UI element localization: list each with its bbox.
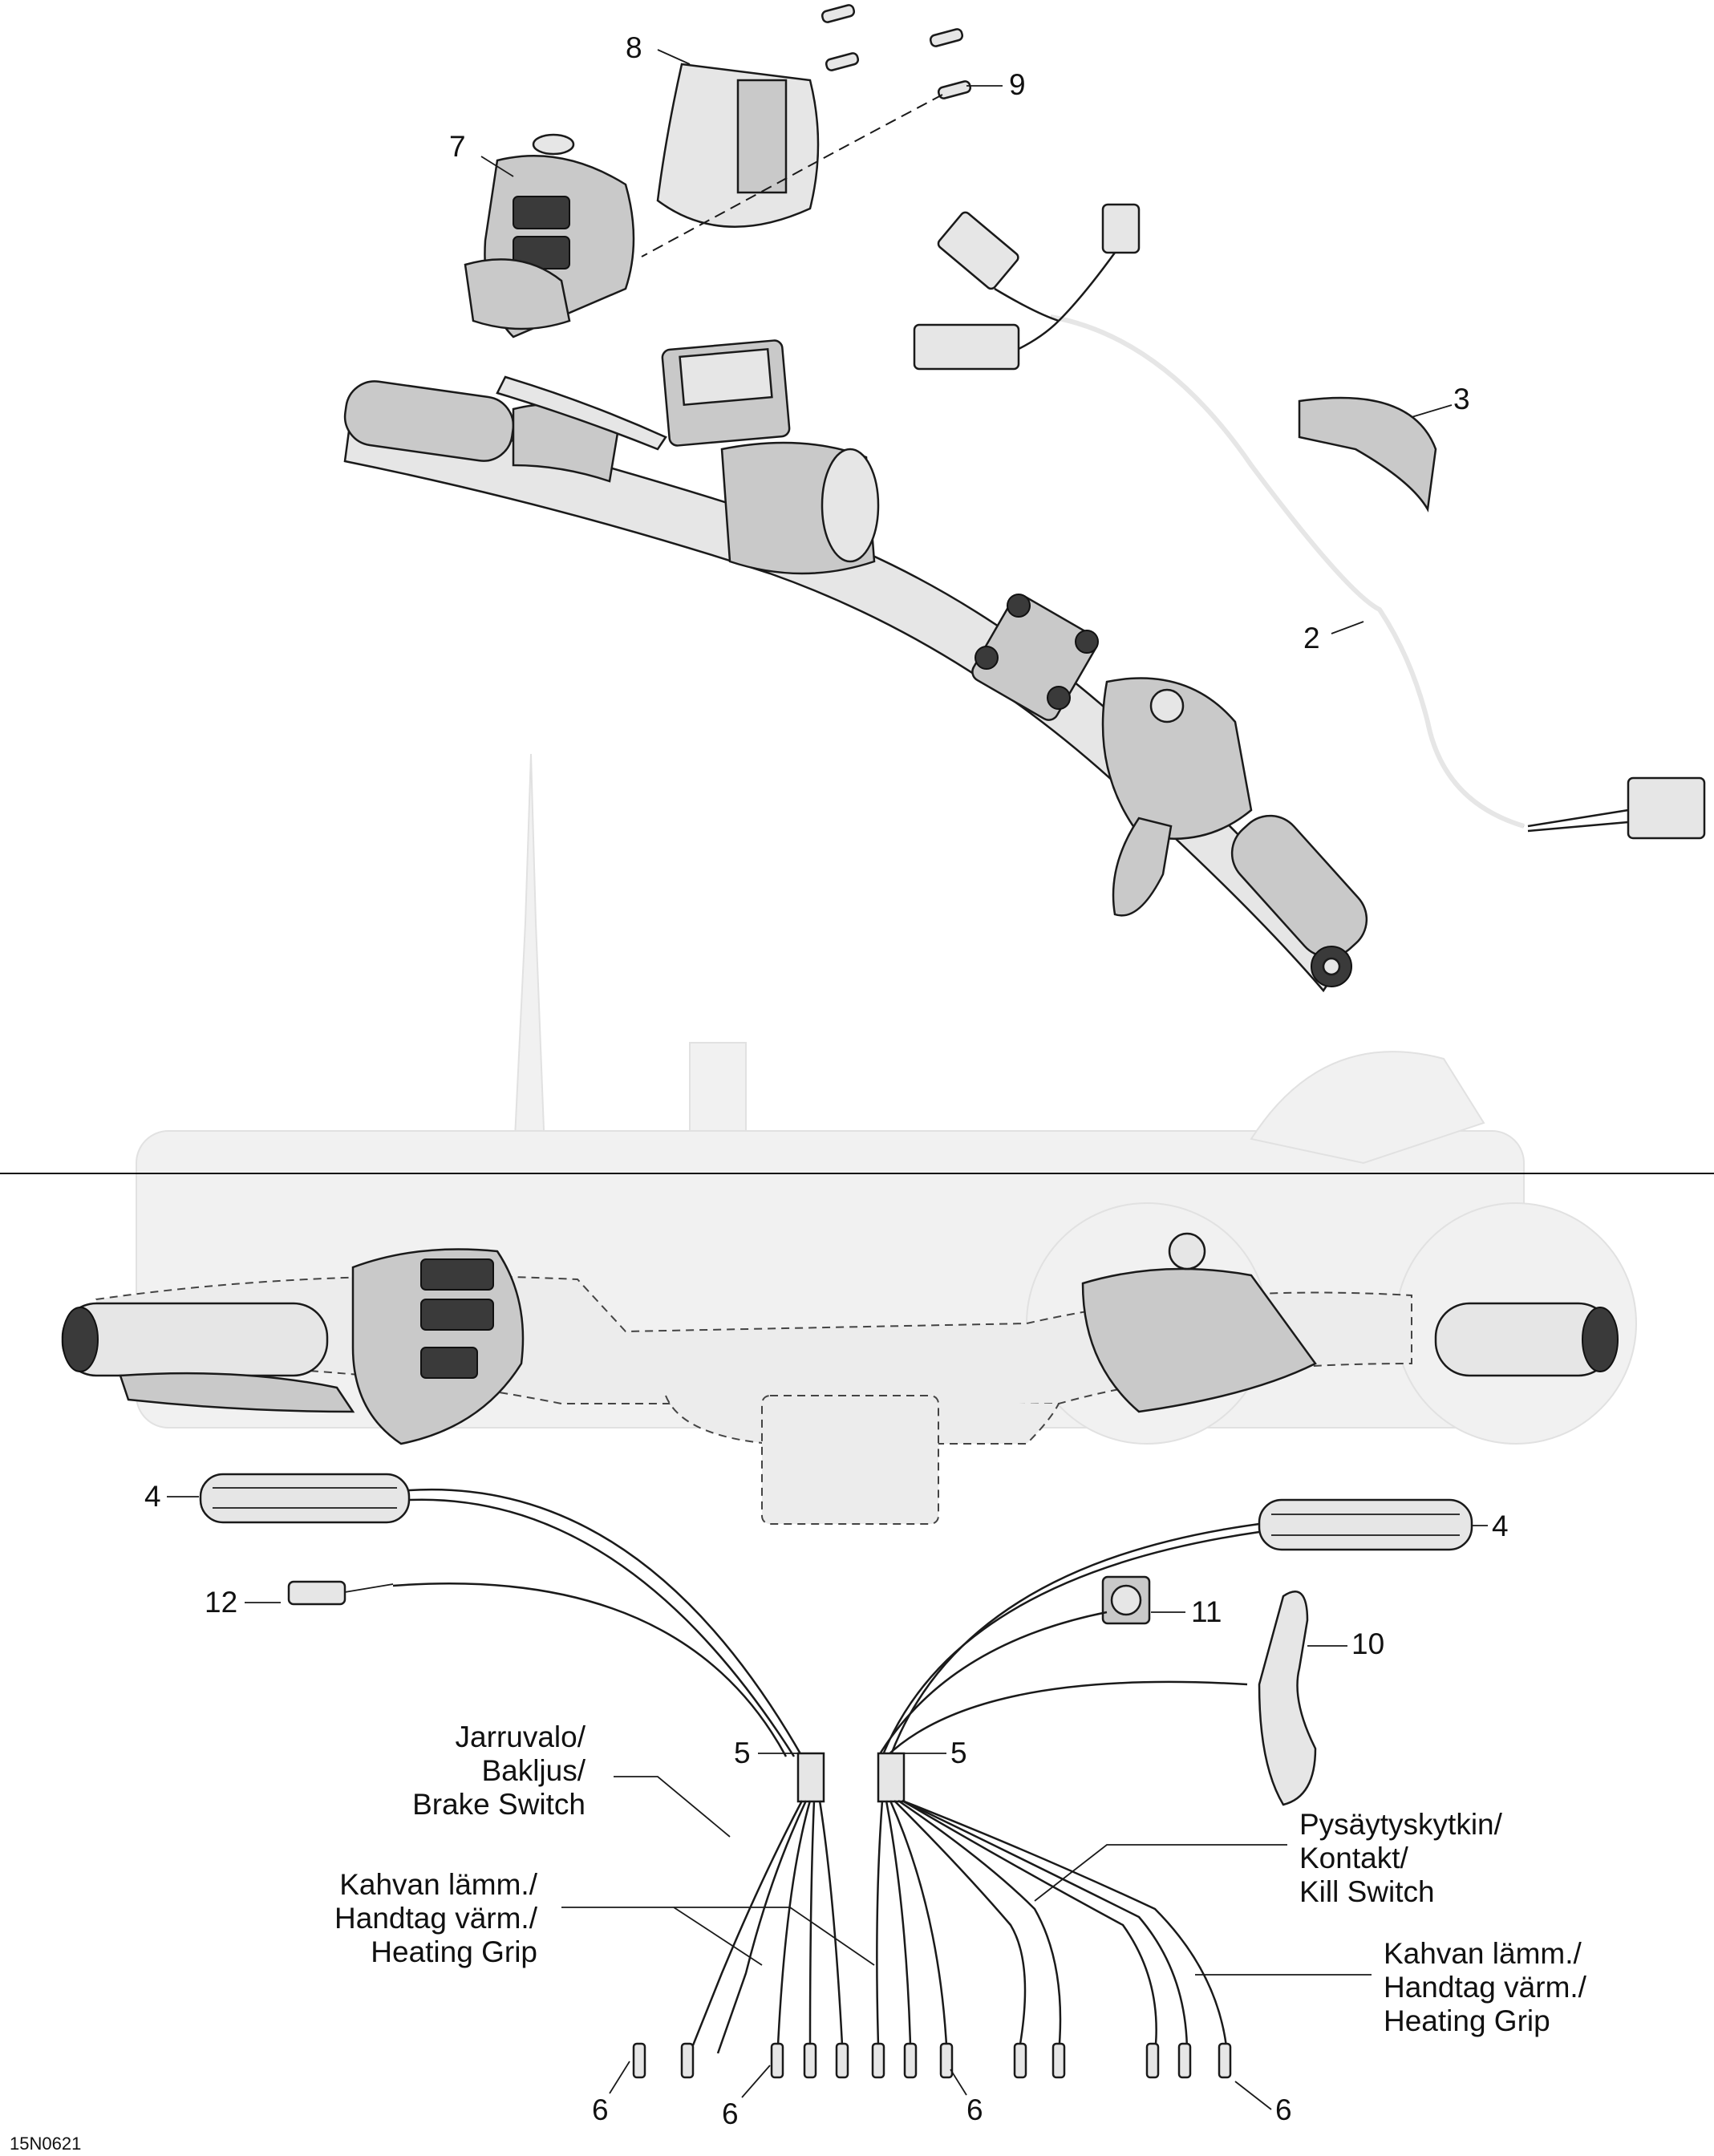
note-heating-grip-left: Kahvan lämm./ Handtag värm./ Heating Gri…	[334, 1868, 875, 1968]
callout-5-left: 5	[734, 1737, 751, 1769]
callout-4-left: 4	[144, 1480, 161, 1513]
terminal-connectors	[632, 2042, 1232, 2079]
note-brake-switch: Jarruvalo/ Bakljus/ Brake Switch	[412, 1720, 731, 1838]
svg-text:Brake Switch: Brake Switch	[412, 1788, 586, 1821]
figure-code: 15N0621	[10, 2134, 81, 2154]
left-wire-sleeve	[796, 1752, 825, 1803]
svg-text:Kill Switch: Kill Switch	[1299, 1875, 1435, 1908]
svg-text:Handtag värm./: Handtag värm./	[1384, 1971, 1587, 2004]
callout-6-c: 6	[966, 2093, 983, 2126]
wire-retainer-clip	[1258, 1591, 1317, 1806]
callout-4-right: 4	[1492, 1510, 1509, 1542]
handlebar-assembly	[343, 339, 1368, 993]
switch-housing-cover	[656, 63, 820, 228]
callout-6-b: 6	[722, 2097, 739, 2130]
bottom-terminal-wires	[688, 1799, 1229, 2054]
callout-6-a: 6	[592, 2093, 609, 2126]
svg-text:Pysäytyskytkin/: Pysäytyskytkin/	[1299, 1808, 1503, 1841]
svg-text:Handtag värm./: Handtag värm./	[334, 1902, 538, 1935]
svg-text:Kahvan lämm./: Kahvan lämm./	[1384, 1937, 1582, 1970]
left-switch-housing	[351, 1248, 525, 1445]
right-throttle-assembly	[1081, 1232, 1619, 1413]
left-grip-assembly	[61, 1302, 355, 1413]
callout-2: 2	[1303, 622, 1320, 654]
callout-8: 8	[626, 31, 642, 64]
callout-10: 10	[1351, 1627, 1384, 1660]
bottom-wires	[392, 1488, 1260, 1757]
note-heating-grip-right: Kahvan lämm./ Handtag värm./ Heating Gri…	[1195, 1937, 1587, 2037]
callout-9: 9	[1009, 68, 1026, 101]
callout-3: 3	[1453, 383, 1470, 415]
callout-6-d: 6	[1275, 2093, 1292, 2126]
harness-sleeve	[1298, 396, 1437, 513]
svg-text:Heating Grip: Heating Grip	[1384, 2004, 1550, 2037]
svg-text:Kontakt/: Kontakt/	[1299, 1842, 1408, 1874]
svg-text:Heating Grip: Heating Grip	[371, 1935, 537, 1968]
note-kill-switch: Pysäytyskytkin/ Kontakt/ Kill Switch	[1034, 1808, 1503, 1908]
right-wire-sleeve	[877, 1752, 906, 1803]
svg-text:Kahvan lämm./: Kahvan lämm./	[339, 1868, 537, 1901]
brake-light-switch	[287, 1580, 394, 1606]
callout-11: 11	[1191, 1595, 1222, 1628]
housing-screws	[821, 4, 972, 99]
kill-switch-cap	[1101, 1575, 1151, 1625]
callout-5-right: 5	[950, 1737, 967, 1769]
callout-12: 12	[205, 1586, 237, 1619]
callout-7: 7	[449, 130, 466, 163]
wiring-harness	[913, 203, 1706, 840]
throttle-switch-housing	[464, 133, 635, 338]
svg-text:Jarruvalo/: Jarruvalo/	[456, 1720, 586, 1753]
svg-text:Bakljus/: Bakljus/	[481, 1754, 586, 1787]
right-heating-grip	[1258, 1498, 1473, 1551]
left-heating-grip	[199, 1473, 411, 1524]
